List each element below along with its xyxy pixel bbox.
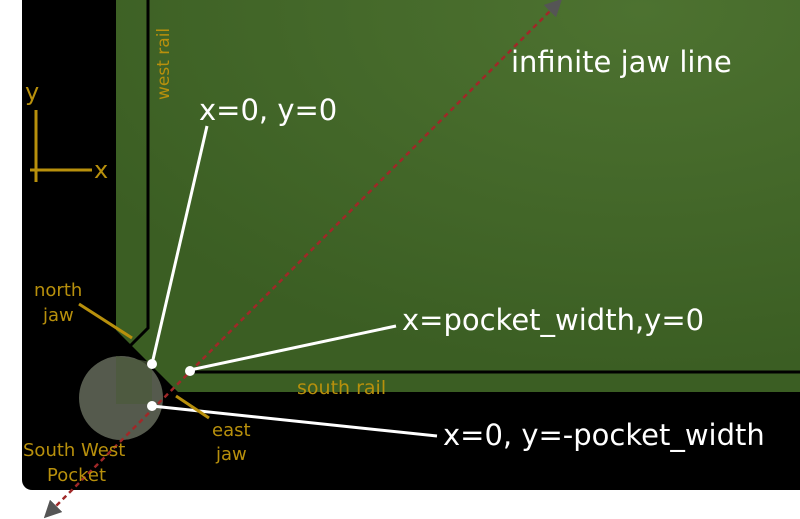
east-jaw-leader — [175, 394, 210, 420]
origin-point — [147, 359, 157, 369]
pocket-width-point — [185, 366, 195, 376]
pocket-label-2: Pocket — [47, 465, 106, 486]
jaw-line — [43, 0, 563, 519]
north-jaw-leader — [78, 302, 133, 340]
south-rail-label: south rail — [297, 377, 386, 399]
axis-indicator — [30, 110, 92, 182]
neg-pocket-width-label: x=0, y=-pocket_width — [443, 418, 765, 452]
pocket-inner — [116, 356, 152, 404]
east-jaw-label-1: east — [212, 420, 251, 441]
neg-pocket-width-point — [147, 401, 157, 411]
origin-pointer — [150, 125, 209, 365]
axis-y-label: y — [25, 78, 39, 106]
origin-label: x=0, y=0 — [199, 93, 337, 127]
pocket-width-label: x=pocket_width,y=0 — [402, 303, 704, 337]
pocket-label-1: South West — [23, 440, 125, 461]
west-rail-label: west rail — [154, 28, 174, 100]
infinite-jaw-line-label: infinite jaw line — [511, 45, 732, 79]
axis-x-label: x — [94, 156, 108, 184]
pocket-width-pointer — [189, 324, 397, 372]
east-jaw-label-2: jaw — [215, 444, 247, 465]
north-jaw-label-2: jaw — [42, 305, 74, 326]
north-jaw-label-1: north — [34, 280, 82, 301]
